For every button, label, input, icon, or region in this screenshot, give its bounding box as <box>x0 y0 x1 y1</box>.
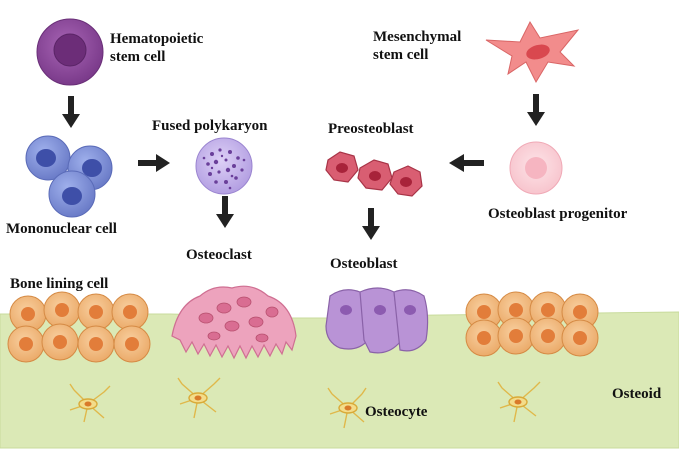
osteocyte-cell-1 <box>69 383 111 423</box>
label-fused-polykaryon: Fused polykaryon <box>152 118 268 134</box>
label-bone-lining-cell: Bone lining cell <box>10 276 109 292</box>
arrows <box>62 94 545 240</box>
osteocyte-cell-4 <box>497 381 541 423</box>
osteoblast-progenitor-cell <box>509 141 563 195</box>
label-osteoclast: Osteoclast <box>186 247 252 263</box>
arrow-preosteoblast-to-osteoblast <box>362 208 380 240</box>
label-mononuclear-cell: Mononuclear cell <box>6 221 117 237</box>
preosteoblast-cells <box>325 151 423 197</box>
arrow-hsc-to-mononuclear <box>62 96 80 128</box>
label-osteoblast-progenitor: Osteoblast progenitor <box>488 206 628 222</box>
label-hematopoietic-stem-cell: Hematopoietic stem cell <box>110 31 204 65</box>
bone-lining-cells-right <box>465 291 599 357</box>
hematopoietic-stem-cell <box>36 18 104 86</box>
osteocyte-cell-3 <box>327 387 367 429</box>
label-osteoid: Osteoid <box>612 386 662 402</box>
arrow-msc-to-progenitor <box>527 94 545 126</box>
label-osteocyte: Osteocyte <box>365 404 428 420</box>
arrow-progenitor-to-preosteoblast <box>449 154 484 172</box>
fused-polykaryon-cell <box>195 137 253 195</box>
osteocyte-cell-2 <box>177 377 221 419</box>
mesenchymal-stem-cell <box>485 20 580 84</box>
osteoclast-cell <box>171 285 297 360</box>
label-osteoblast: Osteoblast <box>330 256 398 272</box>
label-mesenchymal-stem-cell: Mesenchymal stem cell <box>373 29 462 63</box>
osteoblast-cells <box>325 287 429 354</box>
arrow-mononuclear-to-polykaryon <box>138 154 170 172</box>
bone-lining-cells-left <box>7 291 151 363</box>
arrow-polykaryon-to-osteoclast <box>216 196 234 228</box>
mononuclear-cells <box>25 135 113 218</box>
label-preosteoblast: Preosteoblast <box>328 121 414 137</box>
